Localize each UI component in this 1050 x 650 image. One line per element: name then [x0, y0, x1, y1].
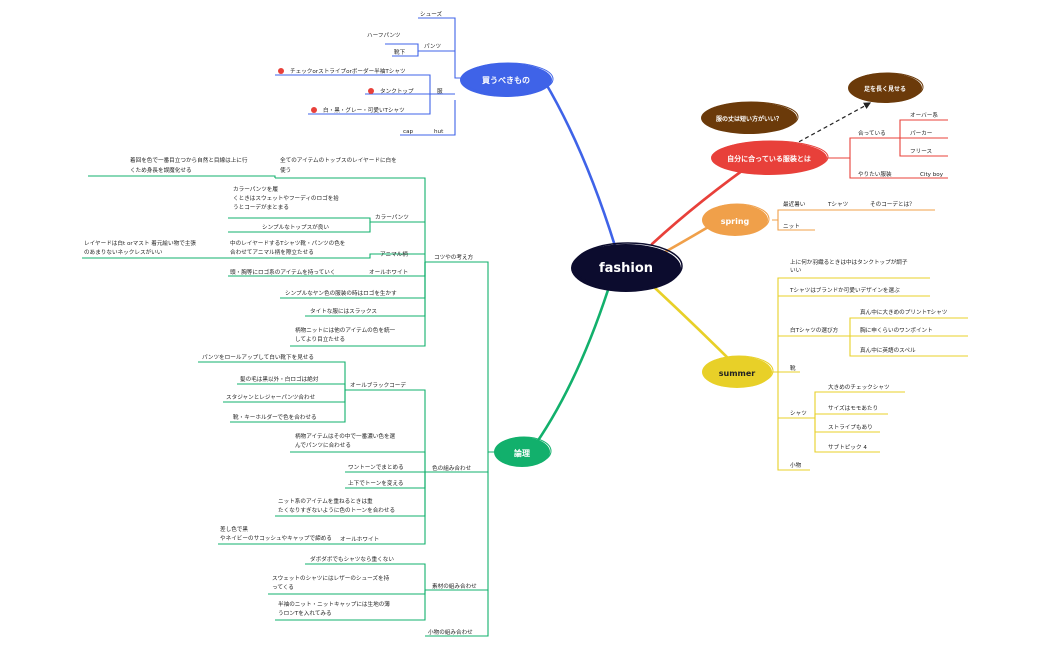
material-2[interactable]: スウェットのシャツにはレザーのシューズを持 ってくる — [272, 574, 391, 591]
summer-white-tee-3[interactable]: 真ん中に英語のスペル — [860, 346, 916, 354]
mindset-all-white[interactable]: オールホワイト — [369, 269, 408, 276]
color-combo-pattern[interactable]: 柄物アイテムはその中で一番濃い色を選 んでパンツに合わせる — [295, 432, 397, 449]
spring-node[interactable]: spring — [702, 203, 770, 236]
all-black-2[interactable]: 髪の毛は黒以外・白ロゴは絶対 — [240, 375, 319, 383]
mindset-knit-color[interactable]: 柄物ニットには他のアイテムの色を統一 してより目立たせる — [295, 326, 397, 343]
all-black-1[interactable]: パンツをロールアップして白い靴下を見せる — [202, 353, 314, 361]
callout-left-label: 服の丈は短い方がいい？ — [716, 115, 782, 123]
logic-node[interactable]: 論理 — [494, 436, 552, 467]
summer-tip1[interactable]: 上に何か羽織るときは中はタンクトップが調子 いい — [790, 258, 909, 274]
summer-shirt-2[interactable]: サイズはモモあたり — [828, 404, 878, 412]
suits-matching-2[interactable]: パーカー — [910, 130, 933, 137]
summer-white-tee[interactable]: 白Tシャツの選び方 — [790, 326, 839, 334]
priority-dot-icon — [311, 107, 317, 113]
spring-items: 最近暑い Tシャツ そのコーデとは？ ニット — [783, 200, 915, 230]
branch-buy — [275, 17, 462, 136]
color-combo-all-white[interactable]: オールホワイト — [340, 536, 379, 543]
suits-want[interactable]: やりたい服装 — [858, 170, 892, 178]
mindset-all-white-note[interactable]: 頭・胸等にロゴ系のアイテムを持っていく — [230, 268, 335, 276]
material-3[interactable]: 半袖のニット・ニットキャップには生地の薄 うロンTを入れてみる — [278, 600, 392, 617]
color-combo-upper-lower[interactable]: 上下でトーンを変える — [348, 479, 404, 487]
suits-want-value[interactable]: City boy — [920, 172, 944, 178]
suits-matching-3[interactable]: フリース — [910, 148, 933, 155]
mindset-label[interactable]: コツやの考え方 — [434, 253, 474, 261]
summer-white-tee-1[interactable]: 真ん中に大きめのプリントTシャツ — [860, 308, 948, 316]
buy-pants[interactable]: パンツ — [424, 43, 441, 50]
all-black-4[interactable]: 靴・キーホルダーで色を合わせる — [233, 413, 317, 421]
mindset-color-pants[interactable]: カラーパンツ — [375, 214, 409, 221]
mindset-color-pants-note[interactable]: カラーパンツを履 くときはスウェットやフーディのロゴを拾 うとコーデがまとまる — [233, 186, 341, 211]
priority-dot-icon — [278, 68, 284, 74]
color-combo-all-white-note[interactable]: 差し色で黒 やネイビーのサコッシュやキャップで締める — [220, 525, 332, 542]
spring-coordinate[interactable]: そのコーデとは？ — [870, 200, 915, 208]
buy-hat[interactable]: hut — [434, 129, 444, 135]
spring-knit[interactable]: ニット — [783, 223, 800, 230]
buy-label: 買うべきもの — [482, 76, 530, 85]
mindset-animal-note[interactable]: 中のレイヤードするTシャツ靴・パンツの色を 合わせてアニマル柄を際立たせる — [230, 239, 347, 256]
mindset-simple-tops[interactable]: シンプルなトップスが良い — [262, 223, 329, 231]
mindset-animal[interactable]: アニマル柄 — [380, 250, 408, 258]
accessory-combo-label[interactable]: 小物の組み合わせ — [428, 628, 473, 636]
mindset-simple-clothes[interactable]: シンプルなヤン色の服装の時はロゴを生かす — [285, 289, 397, 297]
summer-node[interactable]: summer — [702, 355, 774, 388]
color-combo-label[interactable]: 色の組み合わせ — [432, 464, 472, 472]
buy-half-pants[interactable]: ハーフパンツ — [367, 32, 401, 39]
mindset-tops-layer[interactable]: 全てのアイテムのトップスのレイヤードに白を 使う — [280, 156, 399, 174]
buy-check-shirt[interactable]: チェックorストライプorボーダー半袖Tシャツ — [290, 67, 406, 75]
all-black-3[interactable]: スタジャンとレジャーパンツ合わせ — [226, 393, 316, 401]
spring-recent[interactable]: 最近暑い — [783, 200, 806, 208]
summer-shirt-4[interactable]: サブトピック 4 — [828, 443, 867, 451]
root-node[interactable]: fashion — [571, 242, 683, 292]
material-label[interactable]: 素材の組み合わせ — [432, 582, 477, 590]
summer-tip2[interactable]: Tシャツはブランドか可愛いデザインを選ぶ — [789, 286, 900, 294]
mindset-tops-layer-note[interactable]: 着回を色で一番目立つから自然と目線は上に行 くため身長を誤魔化せる — [130, 156, 249, 174]
callout-top[interactable]: 足を長く見せる — [848, 72, 924, 103]
priority-dot-icon — [368, 88, 374, 94]
buy-tshirt-colors[interactable]: 白・黒・グレー・可愛いTシャツ — [323, 106, 405, 114]
buy-shoes[interactable]: シューズ — [420, 10, 443, 18]
summer-shirt[interactable]: シャツ — [790, 411, 807, 417]
logic-label: 論理 — [514, 448, 530, 458]
suits-items: 合っている オーバー系 パーカー フリース やりたい服装 City boy — [858, 111, 944, 178]
mindset-tight-slacks[interactable]: タイトな服にはスラックス — [310, 307, 377, 315]
summer-label: summer — [719, 369, 756, 378]
root-label: fashion — [599, 261, 653, 276]
callout-top-label: 足を長く見せる — [864, 85, 906, 93]
callout-left[interactable]: 服の丈は短い方がいい？ — [701, 101, 799, 134]
mindset-animal-note2[interactable]: レイヤードは白t orマスト 着元絵い物で主張 のあまりないネックレスがいい — [84, 239, 198, 256]
spring-label: spring — [721, 217, 750, 226]
material-1[interactable]: ダボダボでもシャツなら重くない — [310, 555, 394, 563]
relationship-arrow — [792, 102, 872, 146]
spring-tshirt[interactable]: Tシャツ — [827, 202, 849, 208]
color-combo-knit-layer[interactable]: ニット系のアイテムを重ねるときは重 たくなりすぎないように色のトーンを合わせる — [278, 497, 395, 514]
suits-node[interactable]: 自分に合っている服装とは — [711, 140, 829, 175]
buy-tank-top[interactable]: タンクトップ — [380, 87, 414, 95]
buy-node[interactable]: 買うべきもの — [460, 62, 554, 97]
buy-socks[interactable]: 靴下 — [394, 48, 406, 56]
branch-suits — [825, 119, 948, 179]
buy-items: シューズ パンツ ハーフパンツ 靴下 服 チェックorストライプorボーダー半袖… — [278, 10, 444, 135]
suits-label: 自分に合っている服装とは — [727, 154, 811, 163]
summer-items: 上に何か羽織るときは中はタンクトップが調子 いい Tシャツはブランドか可愛いデザ… — [789, 258, 948, 469]
suits-matching-1[interactable]: オーバー系 — [910, 111, 938, 119]
summer-shoes[interactable]: 靴 — [790, 364, 796, 372]
summer-shirt-3[interactable]: ストライプもあり — [828, 424, 873, 431]
summer-shirt-1[interactable]: 大きめのチェックシャツ — [828, 383, 890, 391]
branch-logic — [82, 175, 495, 637]
suits-matching[interactable]: 合っている — [858, 129, 886, 137]
buy-cap[interactable]: cap — [403, 129, 414, 135]
summer-accessories[interactable]: 小物 — [790, 461, 802, 469]
branch-summer — [770, 277, 968, 471]
logic-items: コツやの考え方 全てのアイテムのトップスのレイヤードに白を 使う 着回を色で一番… — [84, 156, 477, 636]
all-black-label[interactable]: オールブラックコーデ — [350, 381, 406, 389]
buy-clothes[interactable]: 服 — [437, 88, 443, 95]
summer-white-tee-2[interactable]: 胸に申くらいのワンポイント — [860, 326, 933, 334]
color-combo-one-tone[interactable]: ワントーンでまとめる — [348, 464, 404, 471]
branch-spring — [772, 209, 935, 231]
